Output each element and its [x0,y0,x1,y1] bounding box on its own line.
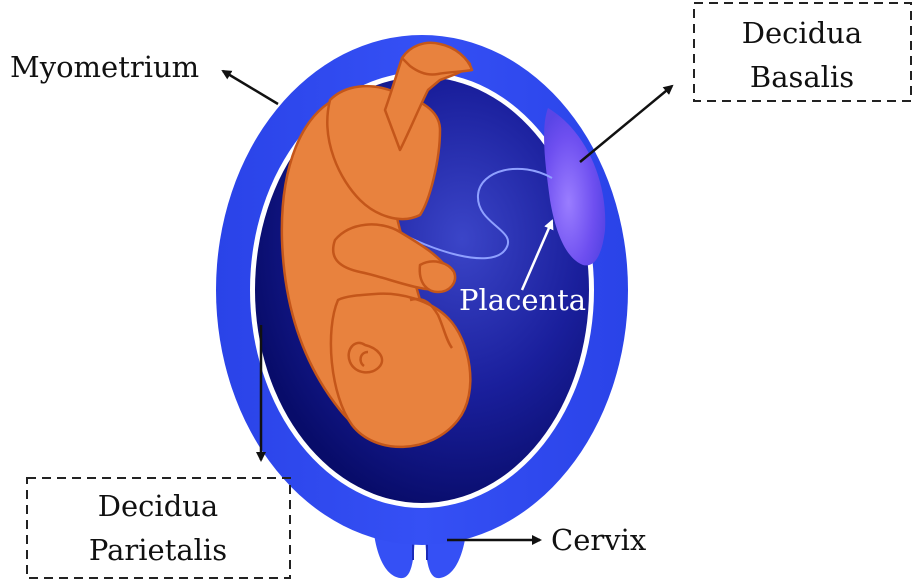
label-placenta: Placenta [459,283,586,317]
label-decidua-basalis-line2: Basalis [750,60,854,94]
arrow-myometrium [223,71,278,104]
label-decidua-basalis-line1: Decidua [742,16,862,50]
label-decidua-parietalis-line1: Decidua [98,489,218,523]
label-decidua-parietalis-line2: Parietalis [89,533,227,567]
label-myometrium: Myometrium [10,50,199,84]
label-cervix: Cervix [551,523,646,557]
arrow-decidua-basalis [580,86,672,162]
